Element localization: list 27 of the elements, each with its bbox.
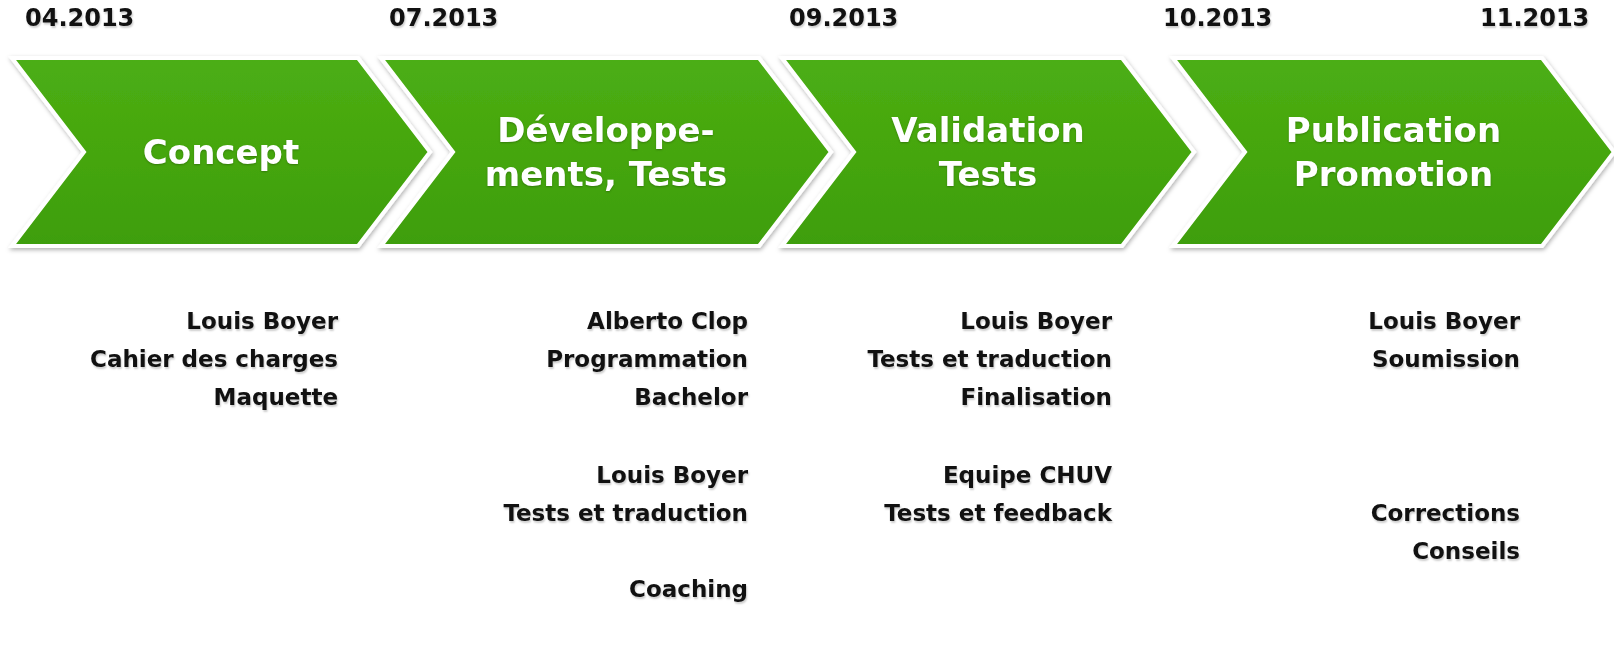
note-text: Finalisation <box>960 384 1112 410</box>
note-text: Louis Boyer <box>186 308 338 334</box>
note-text: Bachelor <box>634 384 748 410</box>
date-label: 09.2013 <box>789 4 899 32</box>
note-text: Tests et traduction <box>867 346 1112 372</box>
note-text: Equipe CHUV <box>942 462 1112 488</box>
note-text: Tests et feedback <box>884 500 1112 526</box>
date-label: 10.2013 <box>1163 4 1273 32</box>
stage-title: Publication Promotion <box>1284 108 1503 196</box>
date-label: 07.2013 <box>389 4 499 32</box>
stage-title: Développe- ments, Tests <box>483 108 729 196</box>
note-text: Conseils <box>1412 538 1520 564</box>
note-text: Soumission <box>1371 346 1520 372</box>
note-text: Maquette <box>213 384 338 410</box>
note-text: Cahier des charges <box>90 346 338 372</box>
note-text: Programmation <box>546 346 748 372</box>
date-label: 04.2013 <box>25 4 135 32</box>
note-text: Tests et traduction <box>503 500 748 526</box>
note-text: Corrections <box>1370 500 1520 526</box>
stage-title: Concept <box>142 130 300 174</box>
date-label: 11.2013 <box>1480 4 1590 32</box>
note-text: Louis Boyer <box>960 308 1112 334</box>
stage-title: Validation Tests <box>890 108 1086 196</box>
note-text: Louis Boyer <box>596 462 748 488</box>
note-text: Alberto Clop <box>587 308 748 334</box>
note-text: Louis Boyer <box>1368 308 1520 334</box>
note-text: Coaching <box>629 576 748 602</box>
